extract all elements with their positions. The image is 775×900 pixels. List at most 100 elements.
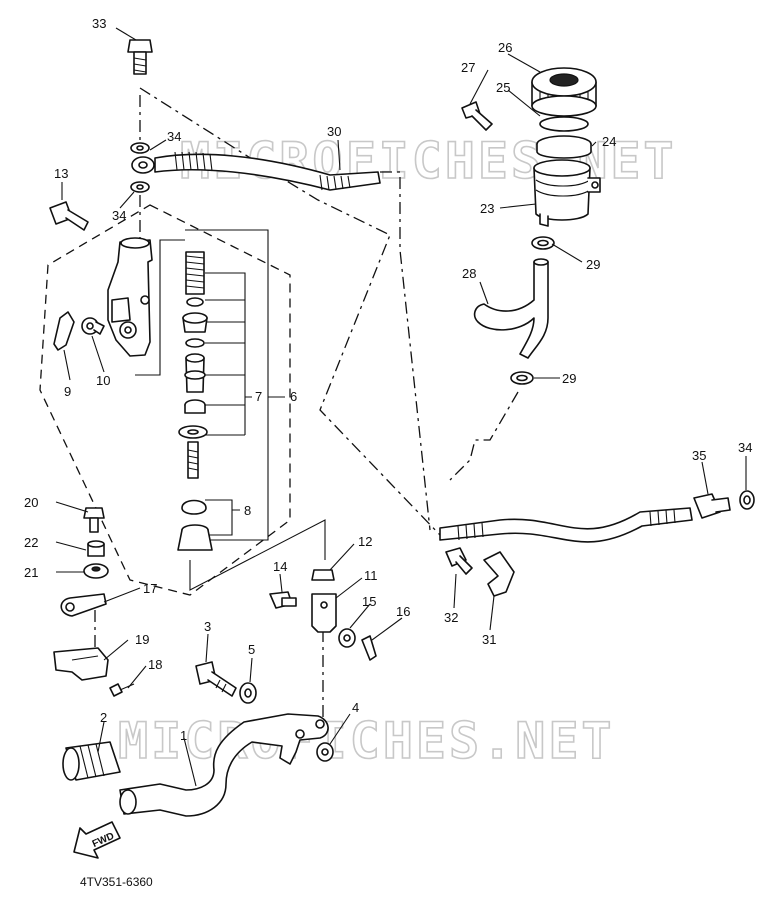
part-32-bolt[interactable] [445, 547, 473, 575]
callout-4: 4 [352, 700, 359, 715]
callout-18: 18 [148, 657, 162, 672]
part-34-washer-lower[interactable] [130, 181, 150, 193]
watermark-top: MICROFICHES.NET [180, 132, 677, 190]
part-11-clevis[interactable] [311, 593, 337, 633]
part-35-union-bolt[interactable] [693, 493, 731, 519]
part-26-reservoir-cap[interactable] [531, 67, 597, 117]
callout-28: 28 [462, 266, 476, 281]
diagram-code: 4TV351-6360 [80, 875, 153, 889]
part-28-reservoir-hose[interactable] [473, 258, 549, 359]
callout-34-upper: 34 [167, 129, 181, 144]
watermark-bottom: MICROFICHES.NET [118, 712, 615, 770]
cylinder-secondary-cup[interactable] [184, 399, 206, 414]
part-33-bolt[interactable] [127, 39, 153, 75]
callout-1: 1 [180, 728, 187, 743]
part-27-bolt[interactable] [461, 101, 493, 131]
callout-24: 24 [602, 134, 616, 149]
callout-33: 33 [92, 16, 106, 31]
part-10-nut[interactable] [81, 317, 105, 335]
callout-20: 20 [24, 495, 38, 510]
guide-line-hose-to-reservoir [380, 171, 431, 531]
cylinder-spring[interactable] [185, 251, 205, 295]
callout-labels: 33 34 34 13 30 27 26 25 24 23 29 28 29 9… [24, 16, 752, 743]
part-24-diaphragm[interactable] [536, 135, 592, 159]
callout-32: 32 [444, 610, 458, 625]
part-15-washer[interactable] [338, 628, 356, 648]
callout-29-upper: 29 [586, 257, 600, 272]
part-4-washer[interactable] [316, 742, 334, 762]
part-18-screw[interactable] [109, 683, 135, 697]
callout-12: 12 [358, 534, 372, 549]
callout-10: 10 [96, 373, 110, 388]
bracket-7 [205, 272, 252, 436]
cylinder-spring-seat[interactable] [186, 297, 204, 307]
bracket-rod-link [189, 519, 326, 591]
cylinder-dust-boot[interactable] [177, 524, 213, 551]
callout-15: 15 [362, 594, 376, 609]
part-12-nut[interactable] [311, 569, 335, 581]
cylinder-push-rod[interactable] [187, 441, 199, 479]
part-21-grommet[interactable] [83, 563, 109, 579]
assembly-boundary-dashed [39, 204, 291, 596]
callout-13: 13 [54, 166, 68, 181]
callout-3: 3 [204, 619, 211, 634]
callout-5: 5 [248, 642, 255, 657]
callout-7: 7 [255, 389, 262, 404]
callout-27: 27 [461, 60, 475, 75]
callout-34-lower: 34 [112, 208, 126, 223]
callout-16: 16 [396, 604, 410, 619]
callout-21: 21 [24, 565, 38, 580]
callout-9: 9 [64, 384, 71, 399]
part-29-hose-clamp-lower[interactable] [510, 371, 534, 385]
part-23-reservoir-tank[interactable] [533, 159, 601, 227]
callout-14: 14 [273, 559, 287, 574]
bracket-6 [135, 229, 285, 541]
callout-26: 26 [498, 40, 512, 55]
brake-hose-lower[interactable] [439, 507, 693, 543]
part-17-hose-guide[interactable] [60, 593, 107, 617]
cylinder-washer[interactable] [185, 338, 205, 348]
part-16-cotter-pin[interactable] [361, 635, 377, 661]
part-20-bolt[interactable] [83, 507, 105, 533]
callout-25: 25 [496, 80, 510, 95]
callout-30: 30 [327, 124, 341, 139]
fwd-arrow: FWD [73, 821, 121, 859]
part-8-circlip[interactable] [181, 499, 207, 515]
callout-19: 19 [135, 632, 149, 647]
callout-2: 2 [100, 710, 107, 725]
cylinder-push-rod-washer[interactable] [178, 425, 208, 439]
part-3-pivot-bolt[interactable] [195, 661, 237, 697]
banjo-fitting [131, 156, 155, 174]
part-5-washer[interactable] [239, 682, 257, 704]
part-29-hose-clamp-upper[interactable] [531, 236, 555, 250]
part-30-brake-hose[interactable] [154, 151, 381, 191]
callout-23: 23 [480, 201, 494, 216]
part-34-washer-upper[interactable] [130, 142, 150, 154]
part-14-pin[interactable] [269, 591, 297, 609]
callout-17: 17 [143, 581, 157, 596]
cylinder-primary-cup[interactable] [182, 312, 208, 333]
callout-11: 11 [364, 568, 378, 583]
part-9-pin[interactable] [53, 311, 75, 351]
part-2-pedal-rubber[interactable] [62, 741, 121, 781]
cylinder-piston[interactable] [184, 353, 206, 393]
part-22-collar[interactable] [87, 540, 105, 557]
callout-6: 6 [290, 389, 297, 404]
part-1-brake-pedal[interactable] [119, 713, 329, 817]
part-34-washer-right[interactable] [739, 490, 755, 510]
guide-line-reservoir-hose [449, 391, 519, 481]
part-19-bracket[interactable] [53, 647, 109, 681]
callout-29-lower: 29 [562, 371, 576, 386]
callout-31: 31 [482, 632, 496, 647]
master-cylinder-body[interactable] [107, 237, 153, 357]
part-25-diaphragm-plate[interactable] [539, 116, 589, 132]
leader-lines [55, 27, 747, 787]
part-31-hose-holder[interactable] [483, 551, 515, 597]
callout-35: 35 [692, 448, 706, 463]
callout-34-right: 34 [738, 440, 752, 455]
callout-8: 8 [244, 503, 251, 518]
bracket-8 [205, 499, 240, 536]
callout-22: 22 [24, 535, 38, 550]
part-13-bolt[interactable] [49, 201, 89, 231]
